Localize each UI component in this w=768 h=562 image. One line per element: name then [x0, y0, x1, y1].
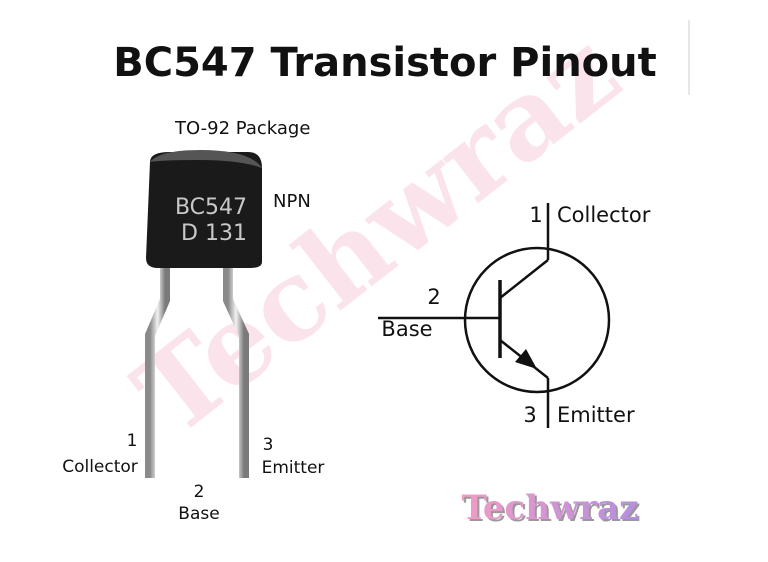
pin2-number: 2: [194, 482, 205, 502]
pin2-name: Base: [178, 504, 219, 524]
techwraz-logo: Techwraz: [462, 488, 639, 528]
package-label: TO-92 Package: [174, 118, 310, 139]
pin3-number: 3: [263, 435, 274, 455]
symbol-base-number: 2: [427, 285, 440, 309]
transistor-leads: [145, 262, 249, 478]
symbol-base-name: Base: [381, 317, 432, 341]
symbol-emitter-number: 3: [523, 403, 536, 427]
npn-label: NPN: [273, 191, 311, 212]
emitter-arrow-icon: [515, 349, 537, 369]
pin1-number: 1: [127, 431, 138, 451]
pin3-name: Emitter: [262, 458, 325, 478]
npn-symbol: [378, 203, 611, 428]
symbol-emitter-name: Emitter: [557, 403, 635, 427]
marking-line-1: BC547: [175, 195, 247, 220]
logo-shadow: Techwraz: [464, 490, 641, 530]
to92-transistor-body: BC547 D 131: [146, 150, 262, 268]
page-title: BC547 Transistor Pinout: [113, 40, 657, 86]
symbol-collector-number: 1: [529, 203, 542, 227]
marking-line-2: D 131: [181, 221, 247, 246]
symbol-collector-name: Collector: [557, 203, 651, 227]
pin1-name: Collector: [62, 457, 138, 477]
